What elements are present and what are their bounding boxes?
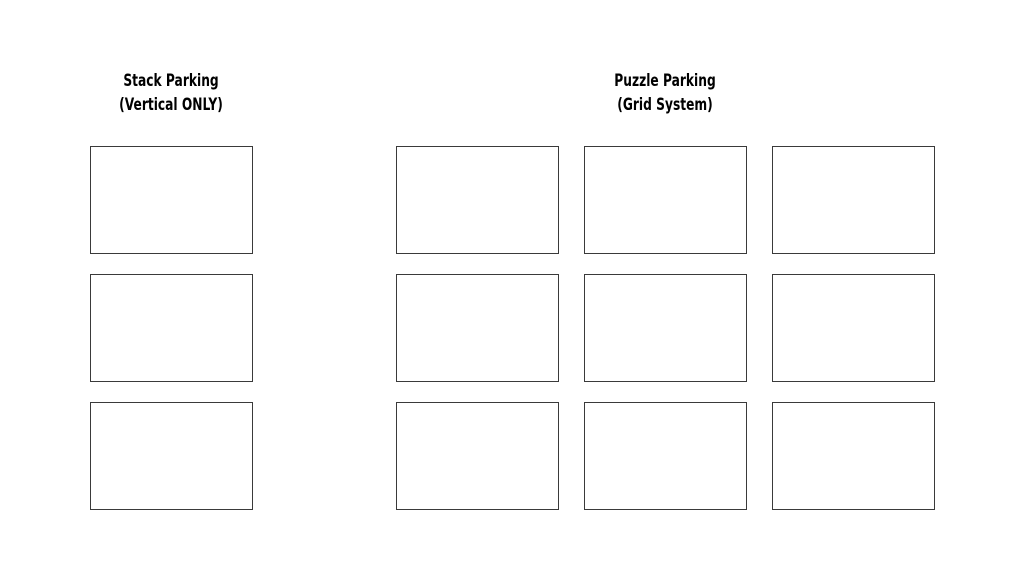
puzzle-parking-slot [772,146,935,254]
puzzle-parking-title-line1: Puzzle Parking [614,71,716,91]
puzzle-parking-slot [396,402,559,510]
puzzle-parking-title-line2: (Grid System) [617,95,713,115]
puzzle-parking-slot [584,402,747,510]
puzzle-parking-title: Puzzle Parking (Grid System) [586,69,744,117]
puzzle-parking-slot [772,402,935,510]
puzzle-parking-slot [584,146,747,254]
stack-parking-slot [90,402,253,510]
stack-parking-slot [90,274,253,382]
stack-parking-title-line1: Stack Parking [123,71,219,91]
stack-parking-title: Stack Parking (Vertical ONLY) [92,69,250,117]
stack-parking-title-line2: (Vertical ONLY) [119,95,223,115]
puzzle-parking-slot [584,274,747,382]
puzzle-parking-slot [396,146,559,254]
stack-parking-slot [90,146,253,254]
puzzle-parking-slot [772,274,935,382]
puzzle-parking-slot [396,274,559,382]
